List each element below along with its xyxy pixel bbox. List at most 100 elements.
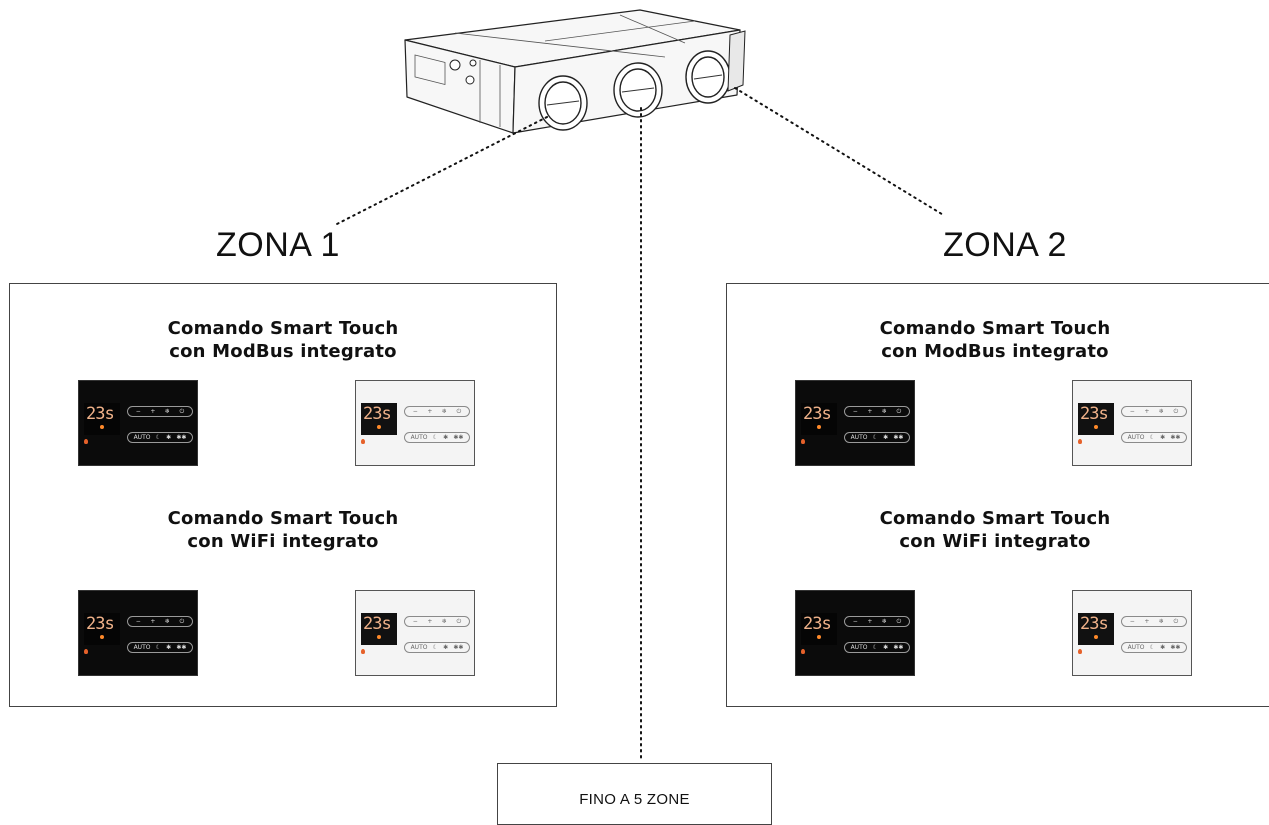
fan-low-icon[interactable]: ✱ <box>443 644 449 651</box>
auto-button[interactable]: AUTO <box>410 434 428 441</box>
zone-1-box: Comando Smart Touch con ModBus integrato… <box>9 283 557 707</box>
auto-button[interactable]: AUTO <box>133 644 151 651</box>
minus-icon[interactable]: − <box>412 408 418 415</box>
fan-high-icon[interactable]: ✱✱ <box>453 644 464 651</box>
flame-icon <box>361 649 365 654</box>
flame-icon <box>801 649 805 654</box>
moon-icon[interactable]: ☾ <box>872 644 879 651</box>
fan-high-icon[interactable]: ✱✱ <box>893 644 904 651</box>
moon-icon[interactable]: ☾ <box>1149 644 1156 651</box>
snowflake-icon[interactable]: ❄ <box>164 618 170 625</box>
auto-button[interactable]: AUTO <box>1127 434 1145 441</box>
title-line: con ModBus integrato <box>881 341 1109 362</box>
thermostat-display: 23s <box>361 613 397 645</box>
snowflake-icon[interactable]: ❄ <box>881 618 887 625</box>
thermostat-display: 23s <box>801 613 837 645</box>
fan-low-icon[interactable]: ✱ <box>883 434 889 441</box>
snowflake-icon[interactable]: ❄ <box>881 408 887 415</box>
minus-icon[interactable]: − <box>852 408 858 415</box>
fan-low-icon[interactable]: ✱ <box>883 644 889 651</box>
auto-button[interactable]: AUTO <box>1127 644 1145 651</box>
moon-icon[interactable]: ☾ <box>1149 434 1156 441</box>
temperature-readout: 23s <box>1080 614 1109 634</box>
fan-high-icon[interactable]: ✱✱ <box>1170 434 1181 441</box>
zone-1-label: ZONA 1 <box>216 226 340 264</box>
power-icon[interactable]: ⏻ <box>896 407 902 415</box>
plus-icon[interactable]: + <box>427 618 433 625</box>
power-icon[interactable]: ⏻ <box>456 407 462 415</box>
thermostat-display: 23s <box>361 403 397 435</box>
power-icon[interactable]: ⏻ <box>896 617 902 625</box>
zone-2-box: Comando Smart Touch con ModBus integrato… <box>726 283 1269 707</box>
plus-icon[interactable]: + <box>1144 618 1150 625</box>
moon-icon[interactable]: ☾ <box>155 644 162 651</box>
moon-icon[interactable]: ☾ <box>432 644 439 651</box>
snowflake-icon[interactable]: ❄ <box>1158 618 1164 625</box>
fan-low-icon[interactable]: ✱ <box>166 434 172 441</box>
auto-button[interactable]: AUTO <box>410 644 428 651</box>
title-line: Comando Smart Touch <box>167 508 399 529</box>
minus-icon[interactable]: − <box>1129 618 1135 625</box>
thermostat-display: 23s <box>1078 613 1114 645</box>
control-row-top: − + ❄ ⏻ <box>844 616 910 627</box>
minus-icon[interactable]: − <box>135 618 141 625</box>
fan-low-icon[interactable]: ✱ <box>166 644 172 651</box>
max-zones-box: FINO A 5 ZONE <box>497 763 772 825</box>
auto-button[interactable]: AUTO <box>850 644 868 651</box>
moon-icon[interactable]: ☾ <box>872 434 879 441</box>
minus-icon[interactable]: − <box>852 618 858 625</box>
snowflake-icon[interactable]: ❄ <box>164 408 170 415</box>
fan-high-icon[interactable]: ✱✱ <box>176 644 187 651</box>
control-row-bottom: AUTO ☾ ✱ ✱✱ <box>404 432 470 443</box>
connector-zone-1 <box>334 116 548 226</box>
indicator-dot <box>100 635 104 639</box>
snowflake-icon[interactable]: ❄ <box>1158 408 1164 415</box>
fan-high-icon[interactable]: ✱✱ <box>453 434 464 441</box>
fan-high-icon[interactable]: ✱✱ <box>893 434 904 441</box>
plus-icon[interactable]: + <box>867 618 873 625</box>
moon-icon[interactable]: ☾ <box>155 434 162 441</box>
control-row-top: − + ❄ ⏻ <box>1121 616 1187 627</box>
thermostat-display: 23s <box>1078 403 1114 435</box>
minus-icon[interactable]: − <box>1129 408 1135 415</box>
zone-1-wifi-title: Comando Smart Touch con WiFi integrato <box>10 507 556 553</box>
thermostat-display: 23s <box>801 403 837 435</box>
zone-2-label: ZONA 2 <box>943 226 1067 264</box>
temperature-readout: 23s <box>1080 404 1109 424</box>
plus-icon[interactable]: + <box>150 618 156 625</box>
power-icon[interactable]: ⏻ <box>1173 617 1179 625</box>
temperature-readout: 23s <box>363 614 392 634</box>
thermostat-light: 23s − + ❄ ⏻ AUTO ☾ ✱ ✱✱ <box>1072 590 1192 676</box>
thermostat-dark: 23s − + ❄ ⏻ AUTO ☾ ✱ ✱✱ <box>795 380 915 466</box>
minus-icon[interactable]: − <box>412 618 418 625</box>
thermostat-light: 23s − + ❄ ⏻ AUTO ☾ ✱ ✱✱ <box>355 380 475 466</box>
fan-low-icon[interactable]: ✱ <box>443 434 449 441</box>
plus-icon[interactable]: + <box>150 408 156 415</box>
power-icon[interactable]: ⏻ <box>1173 407 1179 415</box>
snowflake-icon[interactable]: ❄ <box>441 618 447 625</box>
title-line: Comando Smart Touch <box>879 318 1111 339</box>
fan-low-icon[interactable]: ✱ <box>1160 644 1166 651</box>
control-row-bottom: AUTO ☾ ✱ ✱✱ <box>127 432 193 443</box>
power-icon[interactable]: ⏻ <box>179 617 185 625</box>
power-icon[interactable]: ⏻ <box>179 407 185 415</box>
zone-2-wifi-title: Comando Smart Touch con WiFi integrato <box>727 507 1263 553</box>
plus-icon[interactable]: + <box>427 408 433 415</box>
moon-icon[interactable]: ☾ <box>432 434 439 441</box>
power-icon[interactable]: ⏻ <box>456 617 462 625</box>
fan-high-icon[interactable]: ✱✱ <box>176 434 187 441</box>
control-row-bottom: AUTO ☾ ✱ ✱✱ <box>1121 432 1187 443</box>
fan-high-icon[interactable]: ✱✱ <box>1170 644 1181 651</box>
auto-button[interactable]: AUTO <box>850 434 868 441</box>
flame-icon <box>801 439 805 444</box>
snowflake-icon[interactable]: ❄ <box>441 408 447 415</box>
plus-icon[interactable]: + <box>867 408 873 415</box>
auto-button[interactable]: AUTO <box>133 434 151 441</box>
minus-icon[interactable]: − <box>135 408 141 415</box>
thermostat-dark: 23s − + ❄ ⏻ AUTO ☾ ✱ ✱✱ <box>78 380 198 466</box>
flame-icon <box>84 439 88 444</box>
control-row-top: − + ❄ ⏻ <box>844 406 910 417</box>
fan-low-icon[interactable]: ✱ <box>1160 434 1166 441</box>
indicator-dot <box>377 635 381 639</box>
plus-icon[interactable]: + <box>1144 408 1150 415</box>
